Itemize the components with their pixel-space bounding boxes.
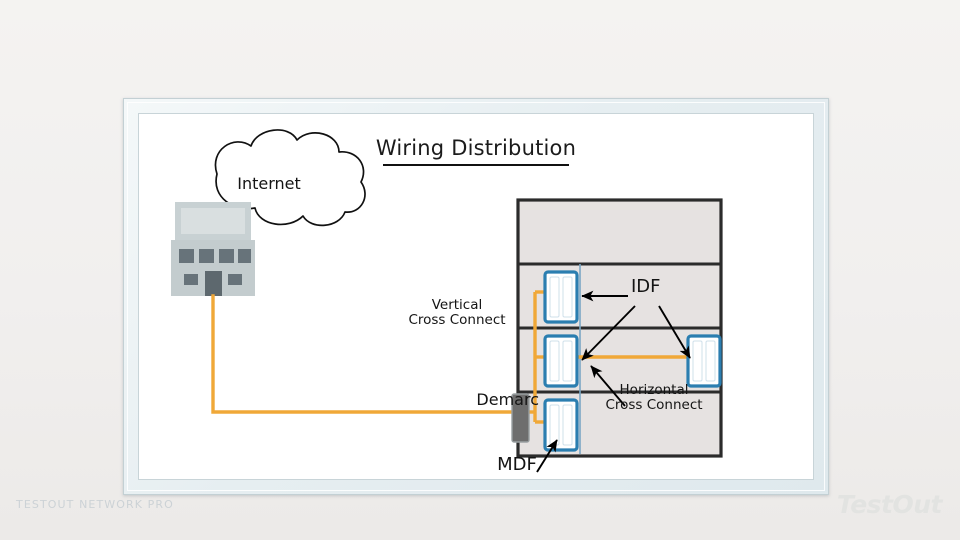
title-underline	[383, 164, 569, 166]
arrow-idf-to-floor2-right-rack	[658, 305, 691, 359]
slide-title: Wiring Distribution	[139, 136, 813, 160]
internet-label: Internet	[237, 174, 301, 193]
idf-rack-floor2-right[interactable]	[686, 334, 722, 388]
office-building	[516, 198, 723, 458]
demarc-label: Demarc	[476, 390, 539, 409]
cable-isp-to-demarc	[211, 294, 523, 414]
arrow-horizontal-cc	[590, 365, 626, 407]
footer-course-name: TESTOUT NETWORK PRO	[16, 498, 174, 511]
arrow-mdf-to-rack	[536, 439, 558, 473]
slide-title-text: Wiring Distribution	[375, 136, 577, 160]
callout-arrows	[536, 290, 691, 473]
mdf-rack[interactable]	[543, 398, 579, 452]
horizontal-cross-connect-label: Horizontal Cross Connect	[605, 382, 703, 414]
wiring-distribution-diagram	[171, 129, 723, 473]
internet-cloud-icon	[214, 129, 366, 227]
demarc-box[interactable]	[511, 393, 530, 443]
testout-logo: TestOut	[836, 490, 943, 519]
isp-building-icon	[171, 202, 255, 296]
arrow-idf-to-floor2-left-rack	[581, 305, 636, 361]
slide-canvas: Wiring Distribution	[138, 113, 814, 480]
mdf-label: MDF	[497, 454, 537, 475]
vertical-cross-connect-label: Vertical Cross Connect	[408, 297, 506, 329]
idf-label: IDF	[631, 276, 661, 297]
idf-rack-floor2-left[interactable]	[543, 334, 579, 388]
idf-rack-floor3-left[interactable]	[543, 270, 579, 324]
slide-frame: Wiring Distribution	[123, 98, 829, 495]
